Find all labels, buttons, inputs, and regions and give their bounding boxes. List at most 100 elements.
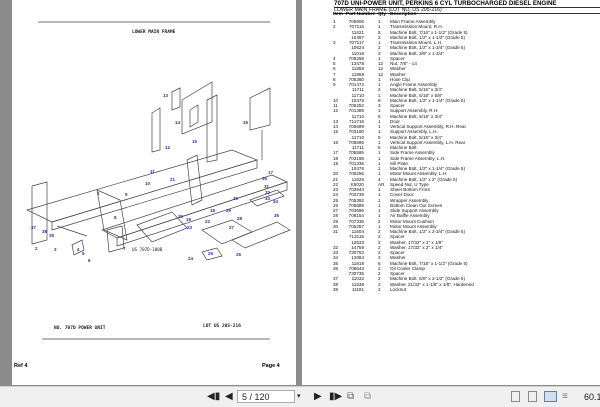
part-number: 705392 bbox=[348, 197, 364, 203]
part-number: 11710 bbox=[351, 113, 364, 119]
item-number: 7 bbox=[333, 71, 336, 77]
description: Main Frame Assembly bbox=[390, 19, 436, 24]
description: Motor Mount Assembly, L.H. bbox=[390, 171, 448, 177]
part-number: 701336 bbox=[348, 160, 364, 166]
quantity: 1 bbox=[378, 197, 381, 203]
quantity: 5 bbox=[378, 113, 381, 119]
single-page-view-icon[interactable] bbox=[511, 391, 520, 402]
quantity: 2 bbox=[378, 281, 381, 287]
item-number: 11 bbox=[333, 103, 338, 108]
item-number: 38 bbox=[333, 281, 339, 287]
previous-page-icon[interactable]: ◀ bbox=[225, 391, 233, 402]
item-number: 8 bbox=[333, 76, 336, 82]
description: Motor Mount Cushion bbox=[390, 218, 434, 224]
part-number: 705360 bbox=[348, 76, 364, 82]
page-number-input[interactable]: 5 / 120 bbox=[237, 390, 295, 403]
callout-label: 34 bbox=[273, 199, 279, 204]
quantity: 1 bbox=[378, 192, 381, 198]
two-page-view-icon[interactable] bbox=[544, 391, 557, 402]
fit-icon[interactable]: ⧉ bbox=[364, 391, 372, 402]
part-number: 703696 bbox=[348, 208, 364, 213]
item-number: 36 bbox=[333, 265, 339, 271]
part-number: 14759 bbox=[351, 244, 364, 250]
description: Washer bbox=[390, 66, 406, 72]
part-number: 703944 bbox=[348, 187, 364, 192]
part-number: 701389 bbox=[348, 108, 364, 114]
header-subtitle: LOWER MAIN FRAME (LOT NO. US 205-216) bbox=[334, 7, 442, 13]
callout-label: 22 bbox=[205, 219, 211, 224]
description: Machine Bolt, 5/16" x 3/4" bbox=[390, 87, 443, 93]
quantity: 1 bbox=[378, 223, 381, 229]
next-page-icon[interactable]: ▶ bbox=[314, 391, 322, 402]
part-number: 11191 bbox=[351, 286, 364, 292]
description: Sheet Bottom Front bbox=[390, 187, 430, 192]
callout-label: 37 bbox=[31, 225, 37, 230]
description: Machine Bolt, 1/2" x 1-1/4" (Grade 5) bbox=[390, 166, 466, 171]
quantity: 2 bbox=[378, 265, 381, 271]
quantity: 2 bbox=[378, 218, 381, 224]
exploded-parts-diagram bbox=[26, 21, 291, 340]
description: Side Frame Assembly bbox=[390, 150, 435, 156]
part-number: 11818 bbox=[351, 260, 364, 266]
part-number: 11538 bbox=[351, 281, 364, 287]
part-number: 11859 bbox=[351, 71, 364, 77]
callout-label: 17 bbox=[268, 170, 274, 175]
description: Spacer bbox=[390, 234, 405, 240]
part-number: 705268 bbox=[348, 55, 364, 61]
callout-label: 26 bbox=[236, 252, 242, 257]
description: Washer, 17/32" x 2" x 1/4" bbox=[390, 244, 443, 250]
part-number: 10476 bbox=[351, 166, 364, 171]
part-number: 703198 bbox=[348, 155, 364, 161]
description: Speed Nut, U Type bbox=[390, 181, 429, 187]
part-number: 10624 bbox=[351, 45, 364, 51]
description: Washer, 21/32" x 1-1/8" x 1/8", Hardened bbox=[390, 281, 474, 287]
item-number: 15 bbox=[333, 129, 339, 135]
diagram-title: LOWER MAIN FRAME bbox=[132, 30, 176, 35]
last-page-icon[interactable]: ▮▶ bbox=[329, 391, 343, 402]
quantity: 5 bbox=[378, 145, 381, 150]
quantity: AR bbox=[378, 181, 385, 187]
callout-label: 10 bbox=[145, 181, 151, 186]
page-label: Page 4 bbox=[262, 363, 280, 369]
description: Support Assembly, R.H. bbox=[390, 108, 439, 114]
description: Machine Bolt, 1/2" x 1-1/2" (Grade 5) bbox=[390, 34, 466, 40]
quantity: 1 bbox=[378, 124, 381, 129]
table-row: 38 11538 2 Washer, 21/32" x 1-1/8" x 1/8", … bbox=[302, 282, 600, 287]
page-dropdown-icon[interactable]: ▾ bbox=[297, 393, 301, 400]
callout-label: 4 bbox=[77, 247, 80, 252]
first-page-icon[interactable]: ◀▮ bbox=[207, 391, 221, 402]
pdf-page-left: LOWER MAIN FRAME US 707D-100B NO. 707D P… bbox=[12, 0, 296, 385]
rotate-icon[interactable]: ⧉ bbox=[347, 391, 355, 402]
item-number: 39 bbox=[333, 286, 339, 292]
item-number: 32 bbox=[333, 244, 339, 250]
column-qty: Qty bbox=[378, 12, 386, 17]
zoom-level[interactable]: 60.1 bbox=[584, 392, 600, 402]
continuous-view-icon[interactable] bbox=[528, 391, 537, 402]
description: Locknut bbox=[390, 286, 407, 292]
scroll-view-icon[interactable]: ≡ bbox=[562, 391, 568, 402]
part-number: 12684 bbox=[351, 255, 364, 261]
part-number: 11016 bbox=[351, 50, 364, 56]
description: Machine Bolt, 5/16" x 5/8" bbox=[390, 92, 443, 98]
